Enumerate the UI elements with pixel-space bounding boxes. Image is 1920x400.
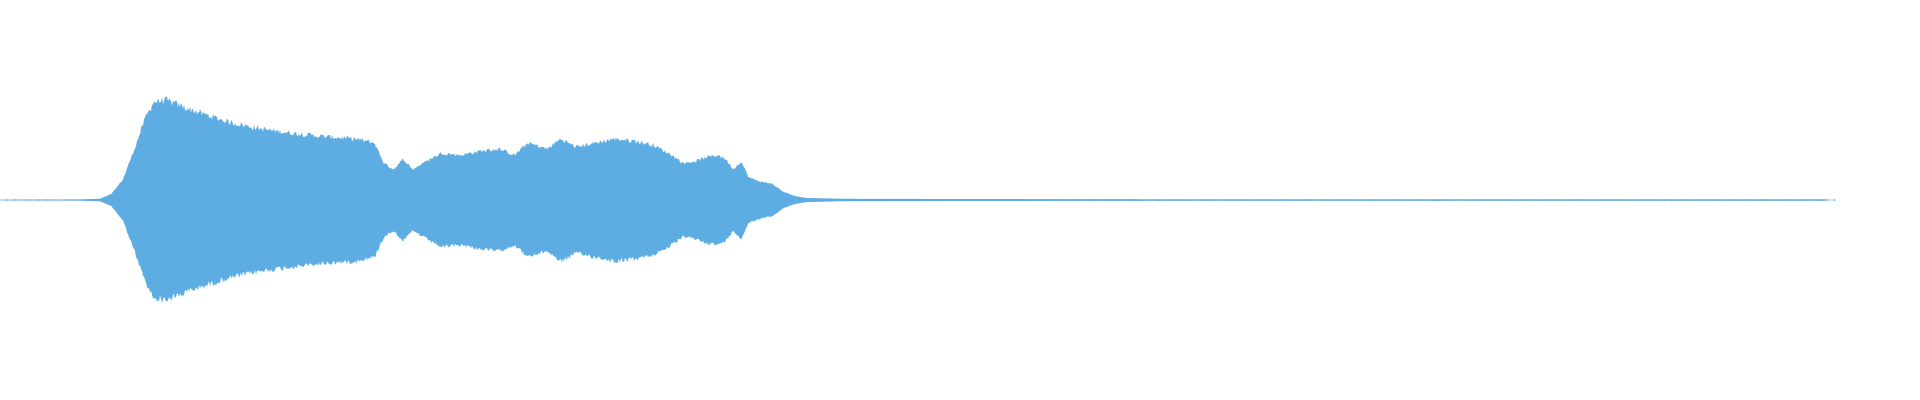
- waveform-noise-dots: [6, 199, 1836, 201]
- waveform-body: [0, 96, 1920, 304]
